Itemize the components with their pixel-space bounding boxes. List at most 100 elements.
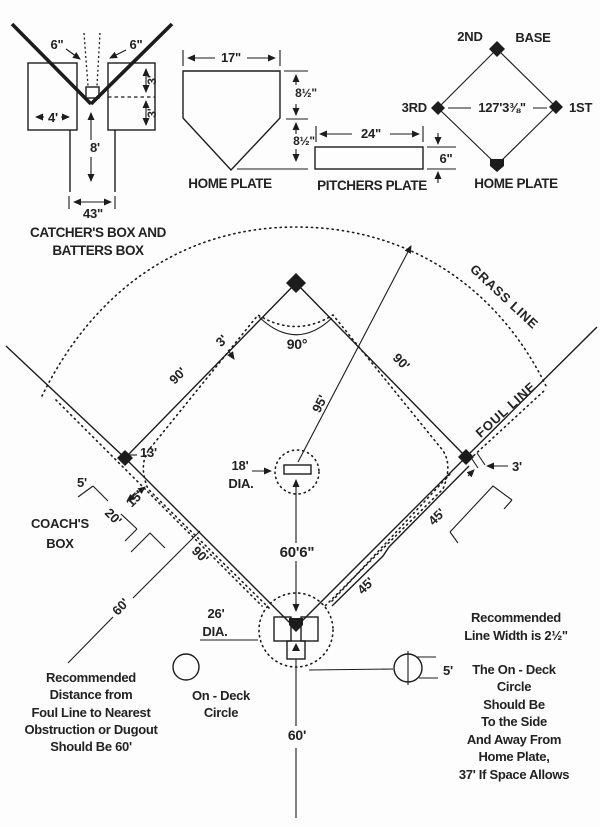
note-right-2: Circle bbox=[497, 679, 531, 694]
mound-circle bbox=[274, 449, 320, 495]
up-arrowhead bbox=[292, 643, 300, 651]
coach-box-label-2: BOX bbox=[46, 536, 74, 551]
home-plate bbox=[289, 618, 303, 632]
backstop-60-label: 60' bbox=[288, 727, 306, 743]
dim-17-ticks bbox=[182, 50, 281, 66]
dim-6in-left: 6" bbox=[51, 37, 64, 52]
lane-gap-ticks bbox=[469, 452, 486, 469]
label-3rd: 3RD bbox=[402, 100, 427, 115]
obstruction-distance-line bbox=[67, 530, 201, 664]
home-circle-dia-1: 26' bbox=[208, 606, 225, 621]
pitchers-rubber bbox=[283, 464, 312, 475]
second-base bbox=[286, 273, 306, 293]
coach-box-marks bbox=[77, 485, 166, 553]
leader-right bbox=[109, 49, 127, 59]
label-home-plate: HOME PLATE bbox=[474, 176, 558, 191]
foul-side-dotted-right bbox=[331, 389, 546, 602]
home-plate-mini bbox=[85, 86, 100, 99]
obstruction-60-label: 60' bbox=[109, 595, 132, 618]
mound-dia-2: DIA. bbox=[228, 476, 253, 491]
on-deck-5-label: 5' bbox=[443, 663, 453, 678]
home-plate-detail-diagram: 17" 8½" 8½" HOME PLATE bbox=[182, 50, 317, 191]
note-linewidth-2: Line Width is 2½" bbox=[464, 628, 568, 643]
home-circle-dia-2: DIA. bbox=[202, 624, 227, 639]
home-plate-caption: HOME PLATE bbox=[188, 176, 272, 191]
pitchers-plate-diagram: 24" 6" PITCHERS PLATE bbox=[314, 126, 456, 193]
coach-15-arrow bbox=[126, 486, 146, 502]
on-deck-dim-lines bbox=[308, 651, 438, 685]
catchers-batters-box-diagram: 6" 6" 3' 3' 4' 8' 43" CATCHER'S BOX AND … bbox=[10, 22, 174, 258]
note-left-2: Distance from bbox=[50, 687, 133, 702]
dim-24-ticks bbox=[315, 126, 424, 142]
dim-24in: 24" bbox=[361, 126, 381, 141]
grass-radius-arrow bbox=[297, 245, 412, 463]
note-right-7: 37' If Space Allows bbox=[459, 767, 569, 782]
coach-15-label: 15' bbox=[123, 487, 146, 510]
bases-distance-diagram: 2ND BASE 3RD 1ST 127'3⅜" HOME PLATE bbox=[402, 29, 593, 191]
right-batter-box-field bbox=[300, 616, 319, 642]
note-right-6: Home Plate, bbox=[478, 749, 549, 764]
note-right-5: And Away From bbox=[467, 732, 561, 747]
third-base-marker bbox=[431, 101, 445, 115]
coach-box-label-1: COACH'S bbox=[31, 516, 90, 531]
ninety-degree-arc bbox=[258, 316, 333, 336]
caption-line2: BATTERS BOX bbox=[52, 243, 144, 258]
dim-4ft: 4' bbox=[48, 110, 58, 125]
dim-6in-right: 6" bbox=[130, 37, 143, 52]
dim-127ft: 127'3⅜" bbox=[478, 100, 526, 115]
baseline-90-lower: 90' bbox=[189, 543, 212, 566]
dim-8ft: 8' bbox=[90, 140, 100, 155]
infield-3ft-label: 3' bbox=[213, 332, 231, 350]
pitchers-plate-shape bbox=[314, 146, 424, 170]
mound-dia-1: 18' bbox=[232, 458, 249, 473]
dim-6in: 6" bbox=[440, 151, 453, 166]
dim-3ft-upper: 3' bbox=[145, 75, 159, 85]
note-left-5: Should Be 60' bbox=[50, 739, 132, 754]
lane-45-lower: 45' bbox=[354, 574, 377, 597]
second-base-marker bbox=[489, 41, 505, 57]
home-plate-marker bbox=[490, 159, 504, 172]
foul-line-vee bbox=[10, 22, 174, 106]
grass-line-arc bbox=[41, 226, 548, 397]
note-left-3: Foul Line to Nearest bbox=[32, 705, 152, 720]
catcher-box-sides bbox=[69, 130, 116, 192]
dim-8half-upper: 8½" bbox=[295, 86, 317, 100]
first-side-bracket bbox=[449, 485, 513, 544]
caption-line1: CATCHER'S BOX AND bbox=[30, 225, 167, 240]
baseline-90-left: 90' bbox=[166, 364, 189, 387]
grass-line-label: GRASS LINE bbox=[467, 261, 541, 332]
home-plate-shape bbox=[182, 70, 281, 172]
note-right-1: The On - Deck bbox=[472, 662, 557, 677]
lane-gap-arrow2 bbox=[466, 469, 475, 478]
leader-left bbox=[65, 48, 81, 60]
left-batter-box bbox=[27, 62, 78, 131]
pitchers-plate-caption: PITCHERS PLATE bbox=[317, 178, 427, 193]
coach-5-label: 5' bbox=[77, 475, 87, 490]
note-left-1: Recommended bbox=[46, 670, 136, 685]
angle-90-label: 90° bbox=[287, 336, 308, 352]
dim-6-ticks bbox=[427, 146, 456, 170]
dim-17in: 17" bbox=[221, 50, 241, 65]
foul-side-dotted-left bbox=[55, 399, 263, 607]
left-batter-box-field bbox=[273, 616, 292, 642]
note-right-4: To the Side bbox=[481, 714, 547, 729]
dim-8half-lower: 8½" bbox=[293, 134, 315, 148]
label-1st: 1ST bbox=[569, 100, 593, 115]
lane-45-upper: 45' bbox=[425, 505, 448, 528]
first-3ft-label: 3' bbox=[512, 459, 522, 474]
note-right-3: Should Be bbox=[483, 697, 545, 712]
note-linewidth-1: Recommended bbox=[471, 610, 561, 625]
dim-3ft-lower: 3' bbox=[145, 108, 159, 118]
radius-95-label: 95' bbox=[309, 393, 330, 415]
coach-20-label: 20' bbox=[102, 505, 125, 528]
label-2nd: 2ND bbox=[457, 29, 482, 44]
notes: Recommended Distance from Foul Line to N… bbox=[24, 610, 569, 782]
dim-43-ticks bbox=[68, 196, 116, 209]
dim-8half-ticks bbox=[237, 70, 308, 170]
thirteen-label: 13' bbox=[140, 445, 157, 460]
on-deck-label-2: Circle bbox=[204, 705, 238, 720]
pitch-distance-label: 60'6" bbox=[280, 544, 315, 561]
first-base bbox=[458, 449, 474, 465]
